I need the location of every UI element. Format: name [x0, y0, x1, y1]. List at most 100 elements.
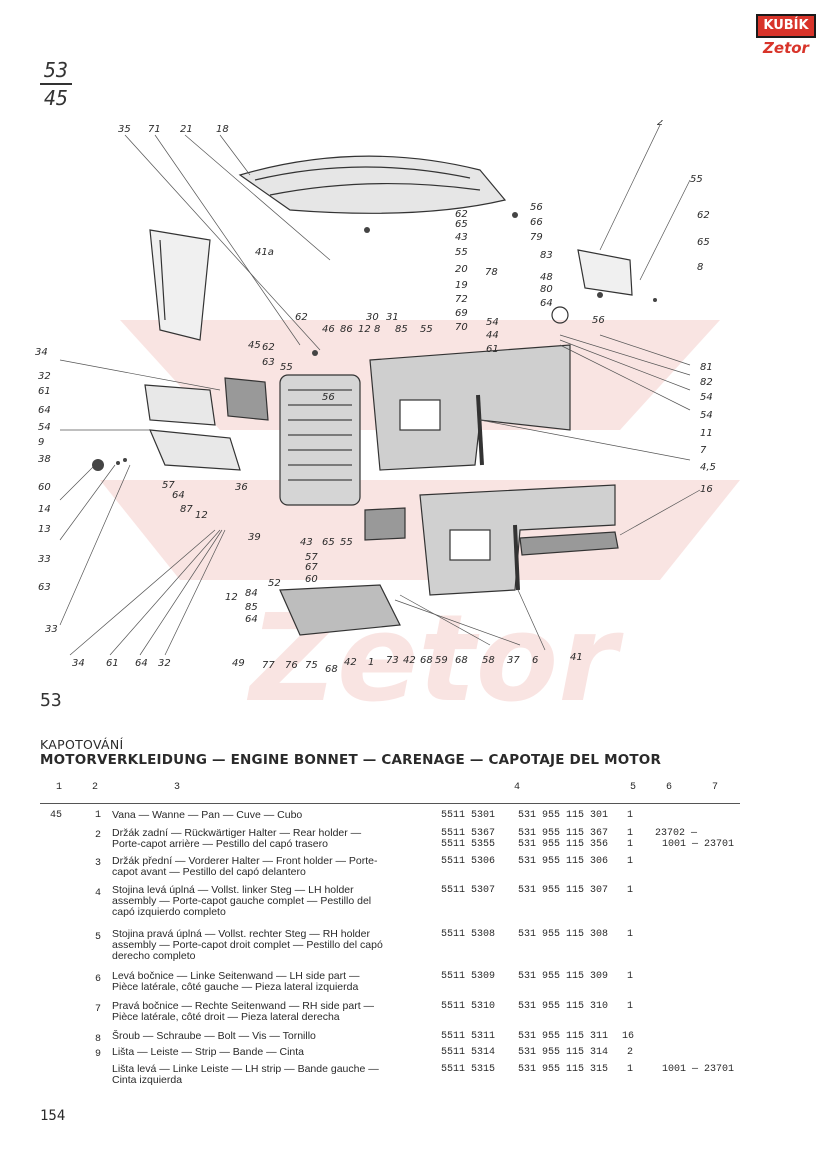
row-code-2: 5511 5355 [441, 839, 496, 850]
callout-32b: 32 [158, 658, 171, 669]
callout-66: 66 [530, 217, 543, 228]
callout-58: 58 [482, 655, 495, 666]
callout-38: 38 [38, 454, 51, 465]
callout-64b: 64 [38, 405, 51, 416]
desc-line: Držák zadní — Rückwärtiger Halter — Rear… [112, 827, 362, 839]
callout-31: 31 [386, 312, 399, 323]
callout-69: 69 [455, 308, 468, 319]
row-qty: 16 [622, 1031, 635, 1042]
row-pos: 3 [95, 858, 102, 869]
row-desc: Držák přední — Vorderer Halter — Front h… [112, 856, 378, 878]
callout-4-5: 4,5 [700, 462, 716, 473]
row-qty: 1 [627, 929, 634, 940]
row-part: 531 955 115 301 [518, 810, 609, 821]
row-pos: 6 [95, 974, 102, 985]
callout-62: 62 [697, 210, 710, 221]
callout-6: 6 [532, 655, 538, 666]
callout-9: 9 [38, 437, 44, 448]
callout-87: 87 [180, 504, 193, 515]
callout-55c: 55 [420, 324, 433, 335]
row-qty: 1 [627, 828, 634, 839]
callout-37: 37 [507, 655, 520, 666]
row-part: 531 955 115 367 [518, 828, 609, 839]
row-pos: 2 [95, 830, 102, 841]
callout-65b: 65 [455, 219, 468, 230]
callout-33b: 33 [45, 624, 58, 635]
callout-79: 79 [530, 232, 543, 243]
callout-61c: 61 [106, 658, 119, 669]
callout-18: 18 [216, 124, 229, 135]
callout-63b: 63 [38, 582, 51, 593]
row-col7: 1001 — 23701 [662, 839, 735, 850]
row-pos: 4 [95, 888, 102, 899]
callout-84: 84 [245, 588, 258, 599]
row-code: 5511 5314 [441, 1047, 496, 1058]
row-code: 5511 5310 [441, 1001, 496, 1012]
col-header-4: 4 [514, 782, 521, 793]
row-code: 5511 5301 [441, 810, 496, 821]
callout-54c: 54 [700, 410, 713, 421]
desc-line: Lišta levá — Linke Leiste — LH strip — B… [112, 1063, 379, 1075]
exploded-parts-diagram: 35 71 21 18 2 55 62 65 8 56 66 79 83 62 … [35, 120, 716, 675]
page-fraction: 53 45 [40, 58, 72, 110]
callout-41a: 41a [255, 247, 274, 258]
row-desc: Šroub — Schraube — Bolt — Vis — Tornillo [112, 1031, 316, 1042]
row-qty: 1 [627, 856, 634, 867]
callout-62d: 62 [262, 342, 275, 353]
kubik-zetor-logo: KUBÍK Zetor [756, 14, 816, 64]
row-desc: Držák zadní — Rückwärtiger Halter — Rear… [112, 828, 361, 850]
desc-line: capot avant — Pestillo del capó delanter… [112, 866, 306, 878]
callout-54a: 54 [486, 317, 499, 328]
callout-42a: 42 [344, 657, 357, 668]
callout-41: 41 [570, 652, 583, 663]
row-part: 531 955 115 315 [518, 1064, 609, 1075]
row-col6: 23702 — [655, 828, 698, 839]
callout-64c: 64 [172, 490, 185, 501]
callout-7: 7 [700, 445, 707, 456]
callout-77: 77 [262, 660, 275, 671]
zetor-nameplate [519, 531, 619, 556]
callout-19: 19 [455, 280, 468, 291]
callout-42b: 42 [403, 655, 416, 666]
bottom-pan [279, 584, 401, 636]
callout-55: 55 [690, 174, 703, 185]
row-col7: 1001 — 23701 [662, 1064, 735, 1075]
section-number: 53 [40, 690, 62, 711]
table-header-rule [40, 803, 740, 804]
row-desc: Stojina pravá úplná — Vollst. rechter St… [112, 929, 383, 962]
row-part: 531 955 115 309 [518, 971, 609, 982]
page-number: 154 [40, 1108, 66, 1124]
callout-67: 67 [305, 562, 318, 573]
desc-line: Šroub — Schraube — Bolt — Vis — Tornillo [112, 1030, 316, 1042]
callout-78: 78 [485, 267, 498, 278]
callout-82: 82 [700, 377, 713, 388]
callout-64d: 64 [245, 614, 258, 625]
callout-86: 86 [340, 324, 353, 335]
row-qty: 1 [627, 1001, 634, 1012]
callout-56: 56 [530, 202, 543, 213]
fraction-line [40, 83, 72, 85]
callout-12b: 12 [195, 510, 208, 521]
row-pos: 5 [95, 932, 102, 943]
row-code: 5511 5306 [441, 856, 496, 867]
col-header-7: 7 [712, 782, 719, 793]
desc-line: Vana — Wanne — Pan — Cuve — Cubo [112, 809, 303, 821]
callout-36: 36 [235, 482, 248, 493]
callout-12c: 12 [225, 592, 238, 603]
callout-83: 83 [540, 250, 553, 261]
desc-line: assembly — Porte-capot droit complet — P… [112, 939, 383, 951]
col-header-2: 2 [92, 782, 99, 793]
callout-8: 8 [697, 262, 703, 273]
desc-line: Pravá bočnice — Rechte Seitenwand — RH s… [112, 1000, 375, 1012]
callout-70: 70 [455, 322, 468, 333]
row-part: 531 955 115 314 [518, 1047, 609, 1058]
row-qty: 1 [627, 971, 634, 982]
row-desc: Pravá bočnice — Rechte Seitenwand — RH s… [112, 1001, 374, 1023]
callout-35: 35 [118, 124, 131, 135]
callout-73: 73 [386, 655, 399, 666]
callout-34b: 34 [72, 658, 85, 669]
callout-62c: 62 [295, 312, 308, 323]
logo-bottom-text: Zetor [763, 39, 809, 57]
fraction-bottom: 45 [43, 86, 69, 110]
row-code: 5511 5315 [441, 1064, 496, 1075]
